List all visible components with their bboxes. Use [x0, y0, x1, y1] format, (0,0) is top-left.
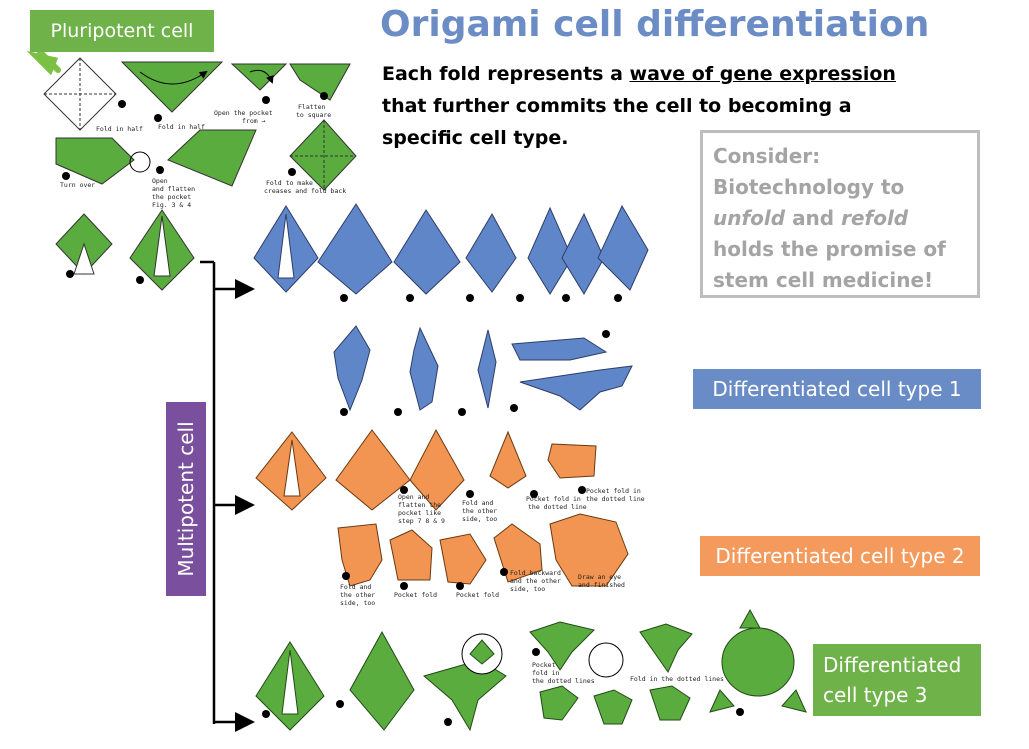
caption-o-back-3: side, too: [510, 585, 546, 593]
consider-line-a: Biotechnology to: [713, 175, 905, 199]
subtitle-emphasis: wave of gene expression: [629, 63, 896, 85]
green-branch-dots: [262, 648, 744, 726]
caption-and-flatten: and flatten: [152, 185, 196, 193]
branch-connectors: [200, 260, 255, 732]
caption-fold-creases: Fold to make: [266, 179, 313, 187]
caption-o-eye-2: and finished: [578, 581, 625, 589]
consider-unfold: unfold: [713, 206, 786, 230]
caption-o-fold-3: side, too: [462, 515, 498, 523]
caption-o-eye-1: Draw an eye: [578, 573, 622, 581]
type3-line1: Differentiated: [823, 653, 962, 677]
caption-o-pocketfold-2: Pocket fold: [456, 591, 500, 599]
caption-g-pocket-1: Pocket: [532, 661, 556, 669]
caption-open-pocket: Open the pocket: [214, 109, 273, 117]
caption-o-pocketfold-1: Pocket fold: [394, 591, 438, 599]
step-number-dots: [62, 92, 328, 284]
multipotent-label: Multipotent cell: [174, 421, 198, 577]
caption-o-open-3: pocket like: [398, 509, 442, 517]
consider-body: Biotechnology to unfold and refold holds…: [713, 172, 967, 296]
caption-the-pocket: the pocket: [152, 193, 192, 201]
caption-fold-creases-2: creases and fold back: [264, 187, 347, 195]
caption-g-pocket-3: the dotted lines: [532, 677, 595, 685]
caption-g-fold-dotted: Fold in the dotted lines: [630, 675, 724, 683]
type1-label: Differentiated cell type 1: [693, 369, 981, 409]
caption-fold-half-2: Fold in half: [158, 123, 205, 131]
caption-o-foldb-2: the other: [340, 591, 376, 599]
caption-o-open-1: Open and: [398, 493, 430, 501]
blue-fold-steps: [253, 203, 649, 412]
orange-step-dots: [342, 486, 586, 590]
caption-o-fold-2: the other: [462, 507, 498, 515]
start-arrow-icon: [26, 49, 61, 76]
multipotent-label-box: Multipotent cell: [166, 402, 206, 596]
caption-o-open-4: step 7 8 & 9: [398, 517, 445, 525]
caption-fold-half-1: Fold in half: [96, 125, 143, 133]
magnify-circle-icon: [588, 642, 624, 678]
caption-o-fold-1: Fold and: [462, 499, 494, 507]
page-title: Origami cell differentiation: [380, 4, 930, 45]
caption-o-back-2: and the other: [510, 577, 561, 585]
caption-turn-over: Turn over: [60, 181, 96, 189]
blue-step-dots: [340, 294, 622, 416]
type2-label: Differentiated cell type 2: [700, 536, 980, 576]
pluripotent-label: Pluripotent cell: [30, 10, 214, 52]
caption-o-pocket-2: the dotted line: [528, 503, 587, 511]
caption-o-pocket-1: Pocket fold in: [526, 495, 581, 503]
consider-line-c: holds the promise of stem cell medicine!: [713, 237, 946, 292]
consider-box: Consider: Biotechnology to unfold and re…: [700, 130, 980, 298]
caption-o-back-1: Fold backward: [510, 569, 561, 577]
subtitle: Each fold represents a wave of gene expr…: [382, 58, 902, 154]
type3-line2: cell type 3: [823, 683, 928, 707]
caption-flatten: Flatten: [298, 103, 326, 111]
caption-o-foldb-3: side, too: [340, 599, 376, 607]
orange-fold-steps: [255, 428, 629, 587]
consider-refold: refold: [841, 206, 909, 230]
green-fold-steps: [43, 57, 357, 291]
consider-line-b: and: [792, 206, 842, 230]
caption-fig: Fig. 3 & 4: [152, 201, 192, 209]
caption-o-pocket-b1: Pocket fold in: [586, 487, 641, 495]
subtitle-pre: Each fold represents a: [382, 63, 630, 85]
subtitle-post: that further commits the cell to becomin…: [382, 95, 852, 149]
caption-o-foldb-1: Fold and: [340, 583, 372, 591]
consider-heading: Consider:: [713, 144, 821, 168]
caption-g-pocket-2: fold in: [532, 669, 560, 677]
caption-o-open-2: flatten the: [398, 501, 442, 509]
caption-flatten-2: to square: [296, 111, 332, 119]
caption-open-pocket-2: from →: [242, 117, 266, 125]
type3-label: Differentiated cell type 3: [813, 644, 981, 716]
caption-open: Open: [152, 177, 168, 185]
green-branch-steps: [255, 608, 807, 732]
caption-o-pocket-b2: the dotted line: [586, 495, 645, 503]
